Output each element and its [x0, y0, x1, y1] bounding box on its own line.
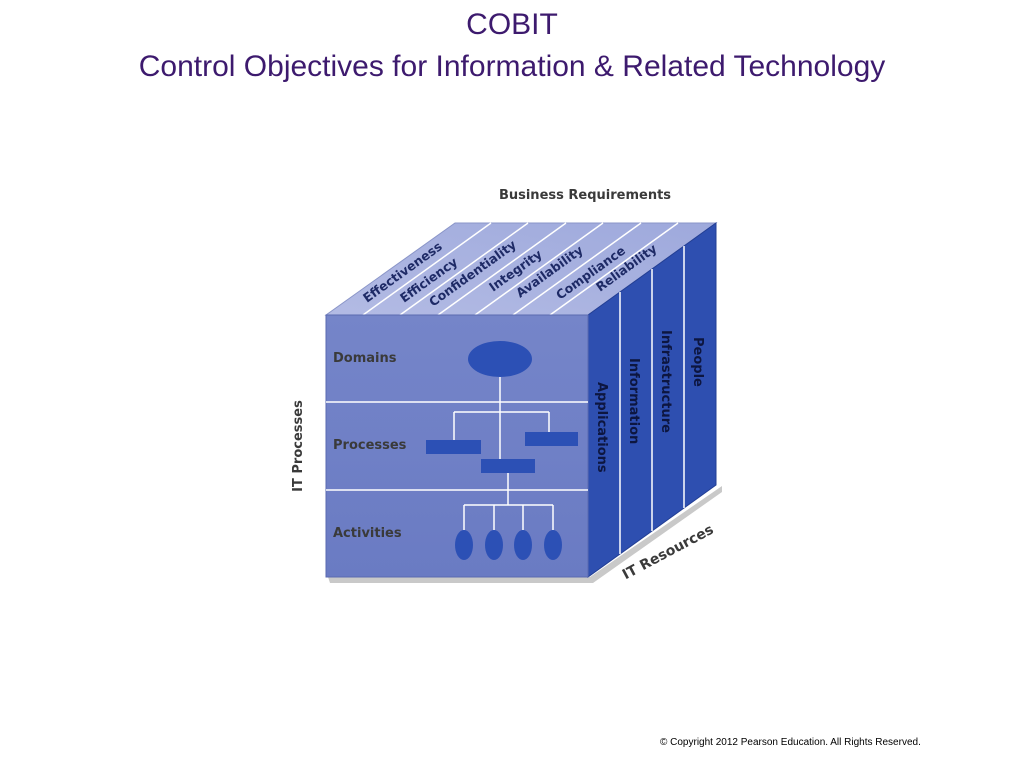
level-label-processes: Processes — [333, 438, 407, 453]
level-label-activities: Activities — [333, 526, 402, 541]
domain-ellipse — [468, 341, 532, 377]
slide-title: COBIT — [466, 8, 558, 41]
hierarchy-connectors — [453, 376, 554, 530]
resource-label-infrastructure: Infrastructure — [658, 330, 673, 433]
process-box-center — [481, 459, 535, 473]
copyright-notice: © Copyright 2012 Pearson Education. All … — [660, 737, 921, 748]
process-box-right — [525, 432, 578, 446]
process-box-left — [426, 440, 481, 454]
activity-ellipse — [544, 530, 562, 560]
top-face-dividers — [362, 222, 679, 316]
activity-ellipse — [514, 530, 532, 560]
slide-subtitle: Control Objectives for Information & Rel… — [138, 50, 886, 83]
resource-label-applications: Applications — [594, 382, 609, 473]
it-resources-labels: Applications Information Infrastructure … — [594, 330, 705, 473]
heading-it-processes: IT Processes — [291, 400, 306, 492]
resource-label-information: Information — [626, 358, 641, 444]
cube-shadow — [328, 486, 722, 583]
level-label-domains: Domains — [333, 351, 397, 366]
activity-ellipse — [485, 530, 503, 560]
heading-business-requirements: Business Requirements — [499, 188, 671, 203]
side-face-dividers — [619, 246, 685, 554]
resource-label-people: People — [690, 337, 705, 387]
activity-ellipse — [455, 530, 473, 560]
